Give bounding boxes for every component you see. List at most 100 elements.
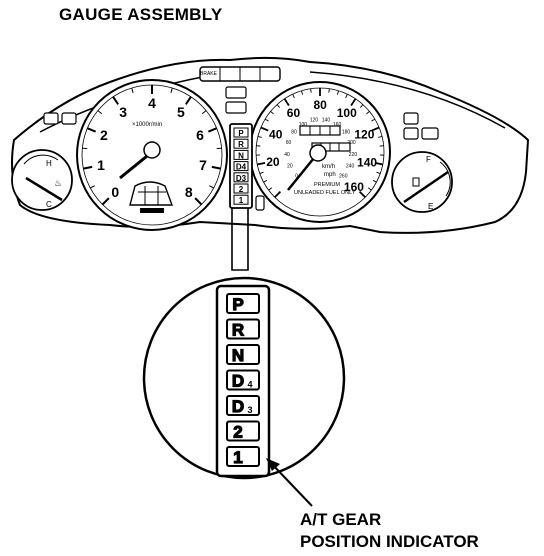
- fuel-needle: [403, 170, 449, 204]
- tach-tick: [112, 96, 119, 105]
- diagram-title: GAUGE ASSEMBLY: [59, 5, 223, 24]
- callout-line-1: A/T GEAR: [300, 510, 382, 529]
- speedo-tick: [359, 104, 364, 108]
- speedo-tick: [264, 118, 269, 122]
- speedo-tick: [374, 162, 383, 166]
- speedo-tick: [257, 162, 266, 166]
- gear-label: N: [232, 346, 244, 365]
- tach-tick: [101, 197, 110, 206]
- gear-box: [226, 395, 260, 416]
- top-indicator-strip: BRAKE: [199, 66, 281, 114]
- left-warning-light-1: [43, 112, 59, 125]
- speedo-tick: [345, 93, 348, 98]
- speedo-tick: [310, 88, 312, 93]
- gear-label: 2: [233, 423, 242, 442]
- mini-gear-label: P: [238, 129, 244, 138]
- callout-connector: [231, 208, 249, 271]
- tach-number: 7: [199, 157, 207, 173]
- cluster-side-light: [255, 195, 265, 211]
- mph-number: 160: [344, 180, 364, 194]
- tach-tick: [170, 87, 173, 93]
- mini-gear-box: [233, 161, 249, 172]
- tach-tick: [209, 185, 214, 189]
- tach-number: 5: [177, 104, 185, 120]
- speedo-tick: [259, 171, 264, 174]
- kmh-number: 140: [322, 118, 331, 124]
- tach-unit: ×1000r/min: [132, 122, 162, 128]
- tach-number: 3: [119, 104, 127, 120]
- callout-line-2: POSITION INDICATOR: [300, 532, 479, 551]
- tachometer-ticks: [82, 85, 222, 206]
- kmh-number: 20: [287, 164, 293, 170]
- tach-tick: [83, 165, 93, 170]
- kmh-number: 40: [284, 152, 290, 158]
- tach-tick: [86, 127, 97, 133]
- gear-subscript: 4: [247, 380, 252, 390]
- kmh-number: 60: [286, 140, 292, 146]
- gear-label: R: [232, 321, 244, 340]
- tach-number: 0: [111, 184, 119, 200]
- mph-number: 60: [287, 106, 301, 120]
- speedo-tick: [270, 111, 274, 115]
- mini-gear-label: 2: [239, 185, 244, 194]
- callout-arrow: [266, 458, 313, 507]
- gear-label: 1: [233, 448, 242, 467]
- cluster-housing: [11, 56, 530, 234]
- gear-box: [226, 293, 260, 314]
- mini-gear-label: D3: [236, 174, 247, 183]
- mini-gear-box: [233, 127, 249, 138]
- kmh-number: 0: [295, 173, 298, 179]
- thermometer-icon: ♨: [54, 178, 62, 188]
- tach-tick: [185, 96, 192, 105]
- speedo-unit-mph: mph: [324, 172, 336, 178]
- mph-number: 120: [354, 128, 374, 142]
- mph-number: 100: [337, 106, 357, 120]
- speedo-tick: [378, 136, 383, 138]
- tach-tick: [207, 127, 218, 133]
- gear-box: [226, 369, 260, 391]
- tach-number: 2: [100, 127, 108, 143]
- speedo-tick: [376, 171, 381, 174]
- abs-warning-light: [421, 127, 439, 140]
- fuel-full-label: F: [426, 155, 431, 164]
- tach-number: 8: [185, 184, 193, 200]
- speedo-tick: [257, 136, 262, 138]
- gear-label: D: [232, 397, 244, 416]
- mini-gear-box: [233, 183, 249, 194]
- left-warning-light-2: [61, 112, 77, 125]
- speedo-tick: [350, 98, 357, 106]
- fuel-gauge: F E: [391, 151, 453, 213]
- tach-tick: [90, 185, 95, 189]
- speedo-tick: [366, 111, 370, 115]
- right-warning-light-2: [403, 127, 419, 140]
- kmh-number: 180: [342, 130, 351, 136]
- fuel-pump-icon: [412, 177, 420, 187]
- speedo-tick: [367, 187, 372, 191]
- speedo-tick: [300, 90, 304, 95]
- speedo-tick: [371, 126, 380, 132]
- speedo-tick: [274, 190, 282, 198]
- gear-label: D: [232, 372, 244, 391]
- temp-needle: [25, 176, 63, 202]
- gear-box: [226, 318, 260, 340]
- kmh-number: 160: [333, 122, 342, 128]
- mini-gear-label: N: [238, 151, 244, 160]
- fuel-empty-label: E: [428, 202, 433, 211]
- kmh-number: 220: [349, 152, 358, 158]
- mini-gear-label: R: [238, 140, 244, 149]
- car-icon: [129, 181, 174, 206]
- gear-box: [226, 344, 260, 365]
- tach-number: 1: [97, 157, 105, 173]
- kmh-number: 100: [299, 122, 308, 128]
- right-warning-light-1: [403, 112, 419, 125]
- temp-hot-label: H: [46, 159, 52, 168]
- mini-gear-box: [233, 194, 249, 205]
- gear-label: P: [232, 295, 243, 314]
- speedo-tick: [328, 88, 330, 93]
- kmh-number: 120: [310, 118, 319, 124]
